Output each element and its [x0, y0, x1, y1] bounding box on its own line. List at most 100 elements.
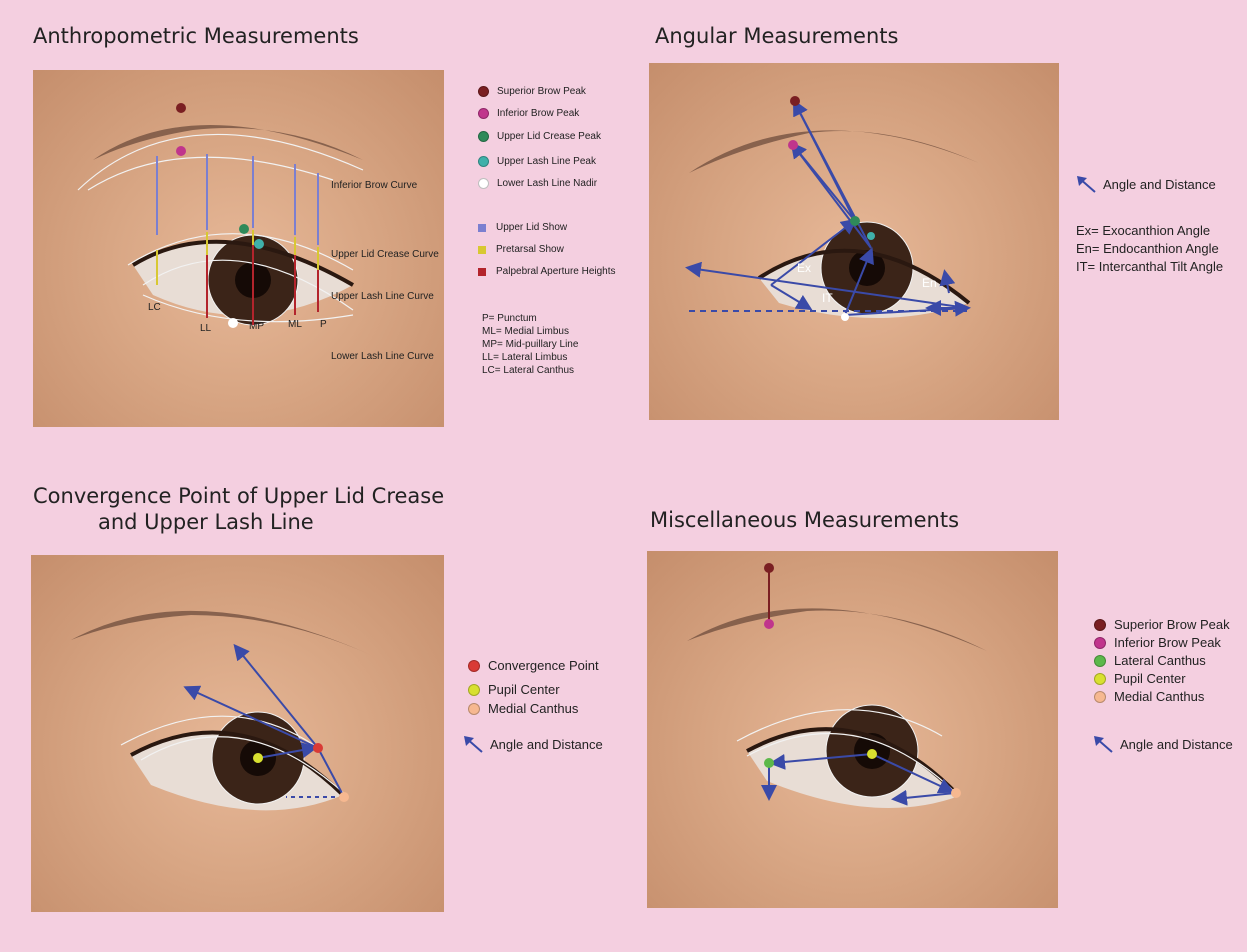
label-upper-lash-line-curve: Upper Lash Line Curve — [331, 291, 434, 302]
eyebrow — [689, 130, 979, 173]
convergence-point — [313, 743, 323, 753]
definition-item: Ex= Exocanthion Angle — [1076, 223, 1211, 238]
arrow-pupil-to-convergence — [257, 742, 318, 759]
legend-item: Inferior Brow Peak — [478, 108, 579, 119]
upper-lid-crease-curve — [120, 715, 322, 751]
upper-lash-line-peak-point — [867, 232, 875, 240]
convergence-point-swatch — [468, 659, 480, 672]
label-inferior-brow-curve: Inferior Brow Curve — [331, 180, 418, 191]
upper-lash-line-peak-swatch — [478, 156, 489, 167]
definition-item: IT= Intercanthal Tilt Angle — [1076, 259, 1224, 274]
legend-item: Pupil Center — [1094, 671, 1186, 686]
pupil-center-swatch — [468, 683, 480, 696]
abbreviation-item: LL= Lateral Limbus — [482, 352, 568, 363]
legend-item: Superior Brow Peak — [1094, 617, 1230, 632]
legend-item: Pupil Center — [468, 682, 560, 697]
angle-distance-legend-convergence: Angle and Distance — [462, 734, 603, 754]
eyebrow — [93, 125, 363, 160]
arrow-exocanthion — [685, 261, 968, 309]
arrow-to-inferior-brow — [790, 141, 872, 249]
arrow-ex-angle — [770, 284, 813, 311]
legend-item: Upper Lid Show — [478, 222, 567, 233]
inferior-brow-peak-point — [176, 146, 186, 156]
superior-brow-peak-swatch — [1094, 618, 1106, 631]
legend-item: Upper Lid Crease Peak — [478, 131, 601, 142]
superior-brow-peak-point — [764, 563, 774, 573]
upper-lash-line-curve — [140, 736, 347, 796]
legend-item: Upper Lash Line Peak — [478, 156, 596, 167]
pupil-center-swatch — [1094, 672, 1106, 685]
upper-lid-crease-peak-point — [239, 224, 249, 234]
arrow-it — [844, 247, 874, 316]
label-p: P — [320, 319, 327, 330]
limbus-circle — [825, 704, 919, 798]
panel-title-anthropometric: Anthropometric Measurements — [33, 24, 359, 48]
eyebrow — [71, 610, 371, 655]
upper-lash-line-peak-point — [254, 239, 264, 249]
label-en: En — [922, 276, 937, 290]
arrow-to-superior-brow — [793, 99, 872, 249]
upper-lid-crease-peak-swatch — [478, 131, 489, 142]
superior-brow-peak-point — [176, 103, 186, 113]
pupil-center-point — [867, 749, 877, 759]
legend-item: Medial Canthus — [468, 701, 578, 716]
arrow-pupil-to-lateral-canthus — [769, 753, 873, 770]
arrow-icon — [1077, 176, 1096, 193]
angle-distance-legend-misc: Angle and Distance — [1092, 734, 1233, 754]
abbreviation-item: P= Punctum — [482, 313, 537, 324]
panel-title-convergence-line2: and Upper Lash Line — [98, 510, 314, 534]
upper-lid-crease-curve — [127, 233, 354, 271]
abbreviation-item: ML= Medial Limbus — [482, 326, 569, 337]
medial-canthus-point — [951, 788, 961, 798]
inferior-brow-peak-point — [764, 619, 774, 629]
label-lower-lash-line-curve: Lower Lash Line Curve — [331, 351, 434, 362]
lateral-canthus-point — [764, 758, 774, 768]
label-upper-lid-crease-curve: Upper Lid Crease Curve — [331, 249, 439, 260]
lower-lash-line-nadir-swatch — [478, 178, 489, 189]
legend-item: Lower Lash Line Nadir — [478, 178, 597, 189]
panel-title-angular: Angular Measurements — [655, 24, 899, 48]
medial-canthus-point — [339, 792, 349, 802]
legend-item: Inferior Brow Peak — [1094, 635, 1221, 650]
abbreviation-item: MP= Mid-puillary Line — [482, 339, 579, 350]
angle-distance-legend-angular: Angle and Distance — [1075, 174, 1216, 194]
arrow-to-crease — [183, 685, 319, 749]
legend-item: Medial Canthus — [1094, 689, 1204, 704]
label-ll: LL — [200, 323, 212, 334]
eye-photo-misc — [647, 551, 1058, 908]
arrow-ex-angle — [770, 218, 858, 286]
angle-definitions: Ex= Exocanthion Angle En= Endocanthion A… — [1076, 222, 1223, 276]
panel-title-misc: Miscellaneous Measurements — [650, 508, 960, 532]
label-mp: MP — [249, 321, 264, 332]
limbus-circle — [211, 711, 305, 805]
arrow-to-brow — [233, 643, 319, 749]
line-convergence-to-canthus — [317, 747, 344, 796]
legend-item: Pretarsal Show — [478, 244, 564, 255]
legend-convergence: Convergence Point Pupil Center Medial Ca… — [468, 658, 628, 728]
superior-brow-curve — [77, 133, 364, 191]
inferior-brow-peak-swatch — [478, 108, 489, 119]
medial-canthus-swatch — [468, 702, 480, 715]
lower-lash-line-curve — [142, 294, 354, 323]
label-it: IT — [822, 291, 833, 305]
legend-misc: Superior Brow Peak Inferior Brow Peak La… — [1094, 617, 1244, 707]
arrow-icon — [1094, 736, 1113, 753]
lower-lash-line-nadir-point — [841, 313, 849, 321]
abbreviation-list: P= Punctum ML= Medial Limbus MP= Mid-pui… — [482, 312, 578, 377]
pretarsal-show-swatch — [478, 245, 486, 254]
upper-lid-crease-curve — [736, 709, 943, 742]
panel-title-convergence-line1: Convergence Point of Upper Lid Crease — [33, 484, 445, 508]
definition-item: En= Endocanthion Angle — [1076, 241, 1219, 256]
arrow-icon — [464, 736, 483, 753]
upper-lid-crease-peak-point — [850, 216, 860, 226]
upper-lash — [746, 727, 961, 798]
arrow-it — [844, 300, 971, 317]
label-lc: LC — [148, 302, 161, 313]
arrow-medial-canthus — [891, 789, 956, 806]
legend-item: Lateral Canthus — [1094, 653, 1206, 668]
eye-photo-angular: Ex IT En — [649, 63, 1059, 420]
inferior-brow-peak-swatch — [1094, 636, 1106, 649]
palpebral-aperture-swatch — [478, 267, 486, 276]
abbreviation-item: LC= Lateral Canthus — [482, 365, 575, 376]
inferior-brow-curve — [87, 156, 334, 191]
